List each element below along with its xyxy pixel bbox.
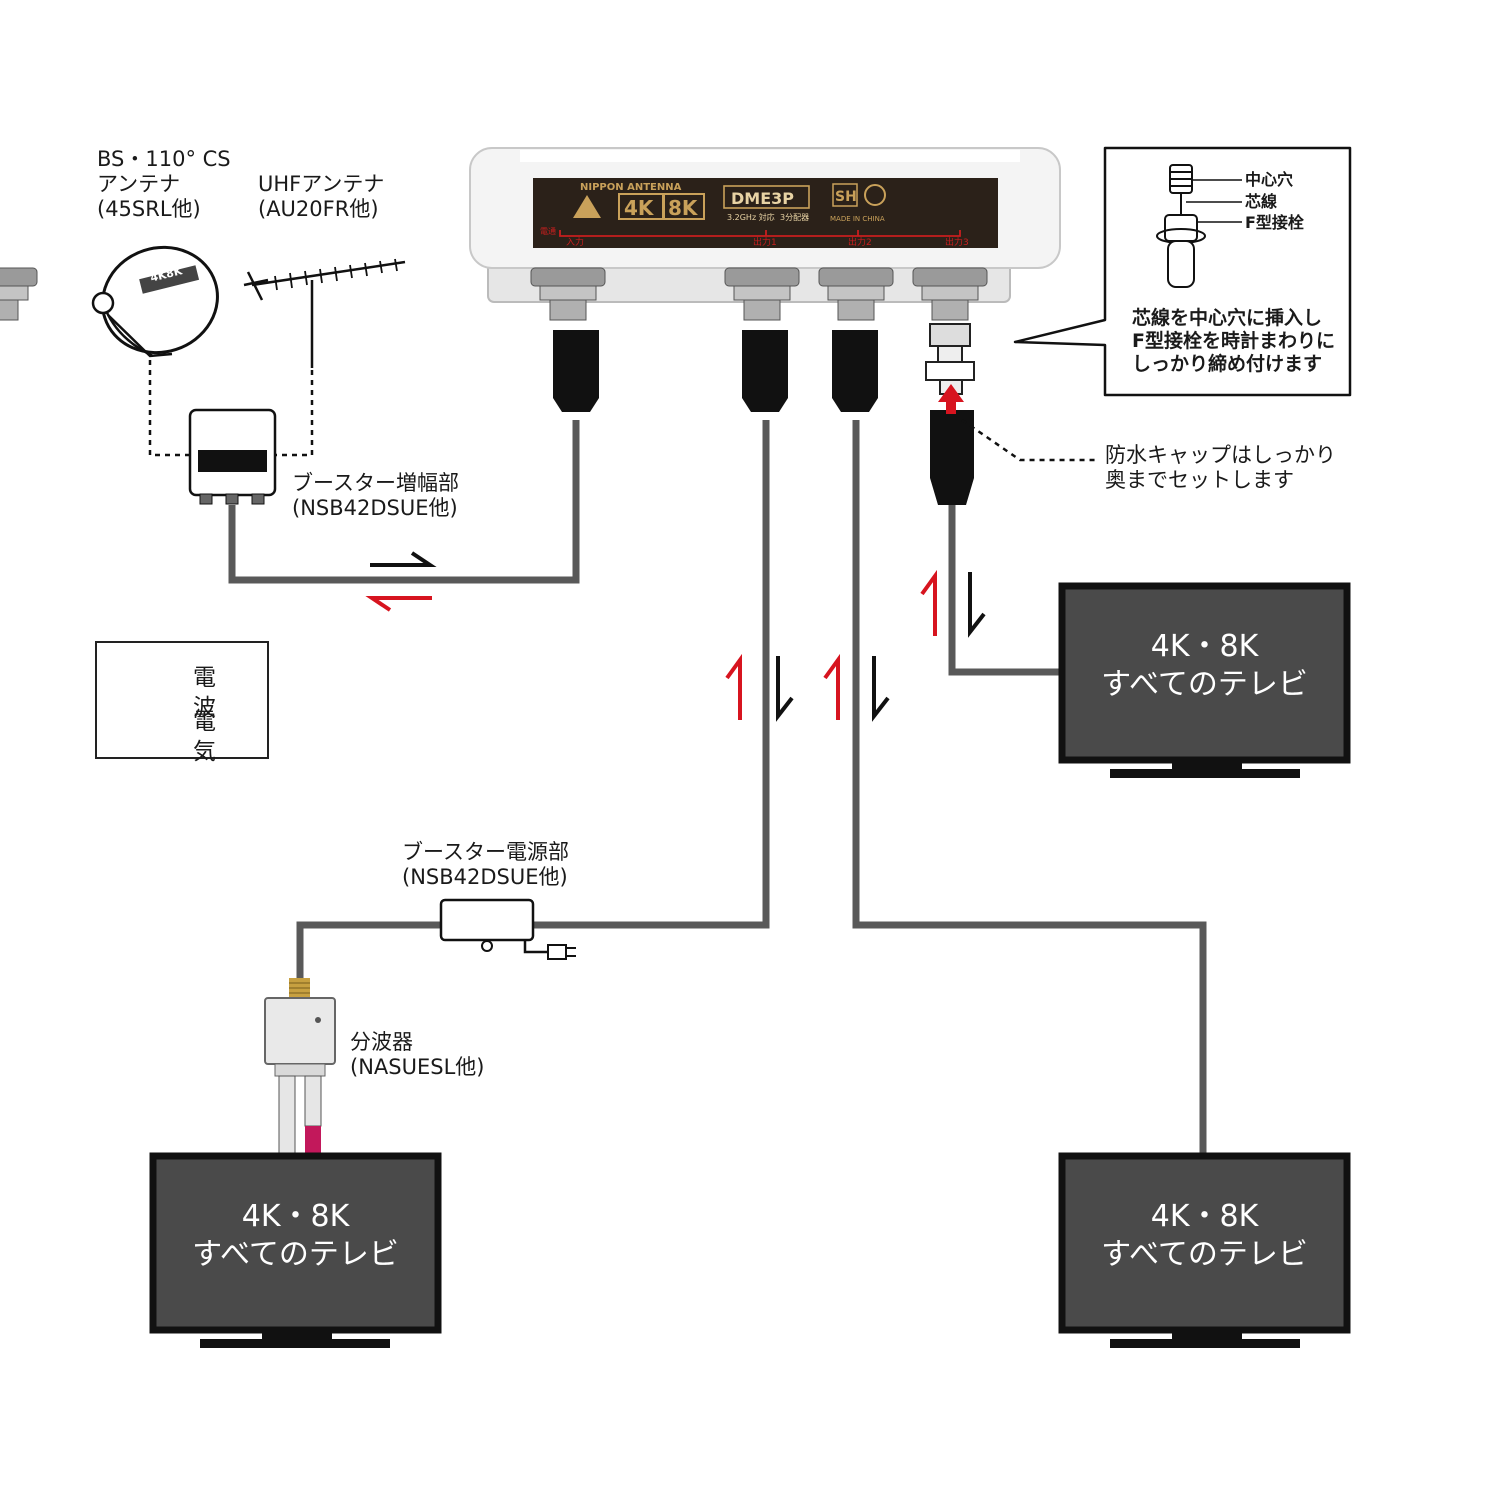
cable-output2	[852, 420, 1207, 1155]
separator-unit	[264, 978, 336, 1157]
tv-bottom-right	[1058, 1152, 1351, 1348]
splitter-brand: NIPPON ANTENNA	[580, 182, 682, 193]
callout-part-center-hole: 中心穴	[1245, 170, 1294, 189]
cable-input	[228, 420, 580, 584]
splitter-port-input: 入力	[566, 236, 584, 248]
cables	[228, 420, 1207, 1155]
waterproof-note: 防水キャップはしっかり 奥までセットします	[1105, 443, 1336, 492]
splitter-logo-8k: 8K	[668, 196, 699, 220]
splitter-freq: 3.2GHz 対応	[727, 212, 775, 222]
booster-power-label: ブースター電源部 (NSB42DSUE他)	[402, 840, 569, 889]
cable-output3	[948, 505, 1062, 676]
uhf-antenna-label: UHFアンテナ (AU20FR他)	[258, 172, 385, 221]
legend: 電波 電気	[95, 641, 269, 765]
booster-power-unit	[439, 898, 576, 960]
splitter-kind: 3分配器	[780, 213, 809, 222]
callout-part-core-wire: 芯線	[1245, 192, 1278, 211]
satellite-dish-icon	[91, 245, 219, 358]
connector-plugs	[553, 330, 974, 505]
cable-output1	[530, 420, 770, 929]
uhf-antenna-icon	[243, 258, 406, 368]
splitter-model: DME3P	[731, 189, 794, 208]
tv-bottom-left	[149, 1152, 442, 1348]
antenna-leads	[148, 360, 314, 457]
tv-right-top	[1058, 582, 1351, 778]
splitter-made-in: MADE IN CHINA	[830, 215, 885, 223]
tv-right-top-text: 4K・8K すべてのテレビ	[1101, 629, 1308, 702]
separator-label: 分波器 (NASUESL他)	[350, 1030, 485, 1079]
satellite-antenna-label: BS・110° CS アンテナ (45SRL他)	[97, 147, 231, 221]
connector-callout	[1013, 146, 1352, 397]
tv-bottom-left-text: 4K・8K すべてのテレビ	[192, 1199, 399, 1272]
f-connector-exposed	[925, 323, 975, 414]
booster-amp-unit	[188, 408, 277, 505]
splitter-port-out3: 出力3	[945, 236, 969, 248]
splitter-ports	[0, 267, 988, 321]
tv-bottom-right-text: 4K・8K すべてのテレビ	[1101, 1199, 1308, 1272]
booster-amp-label: ブースター増幅部 (NSB42DSUE他)	[292, 471, 459, 520]
callout-instruction: 芯線を中心穴に挿入し F型接栓を時計まわりに しっかり締め付けます	[1132, 307, 1335, 375]
cable-power-to-separator	[296, 921, 443, 980]
splitter-port-out2: 出力2	[848, 236, 872, 248]
splitter-sh-badge: SH	[835, 189, 857, 205]
flow-arrows	[365, 551, 986, 722]
callout-part-f-plug: F型接栓	[1245, 213, 1304, 232]
splitter-port-out1: 出力1	[753, 236, 777, 248]
splitter-power-label: 電通	[540, 226, 556, 236]
waterproof-leader	[961, 418, 1095, 462]
splitter-logo-4k: 4K	[624, 196, 655, 220]
